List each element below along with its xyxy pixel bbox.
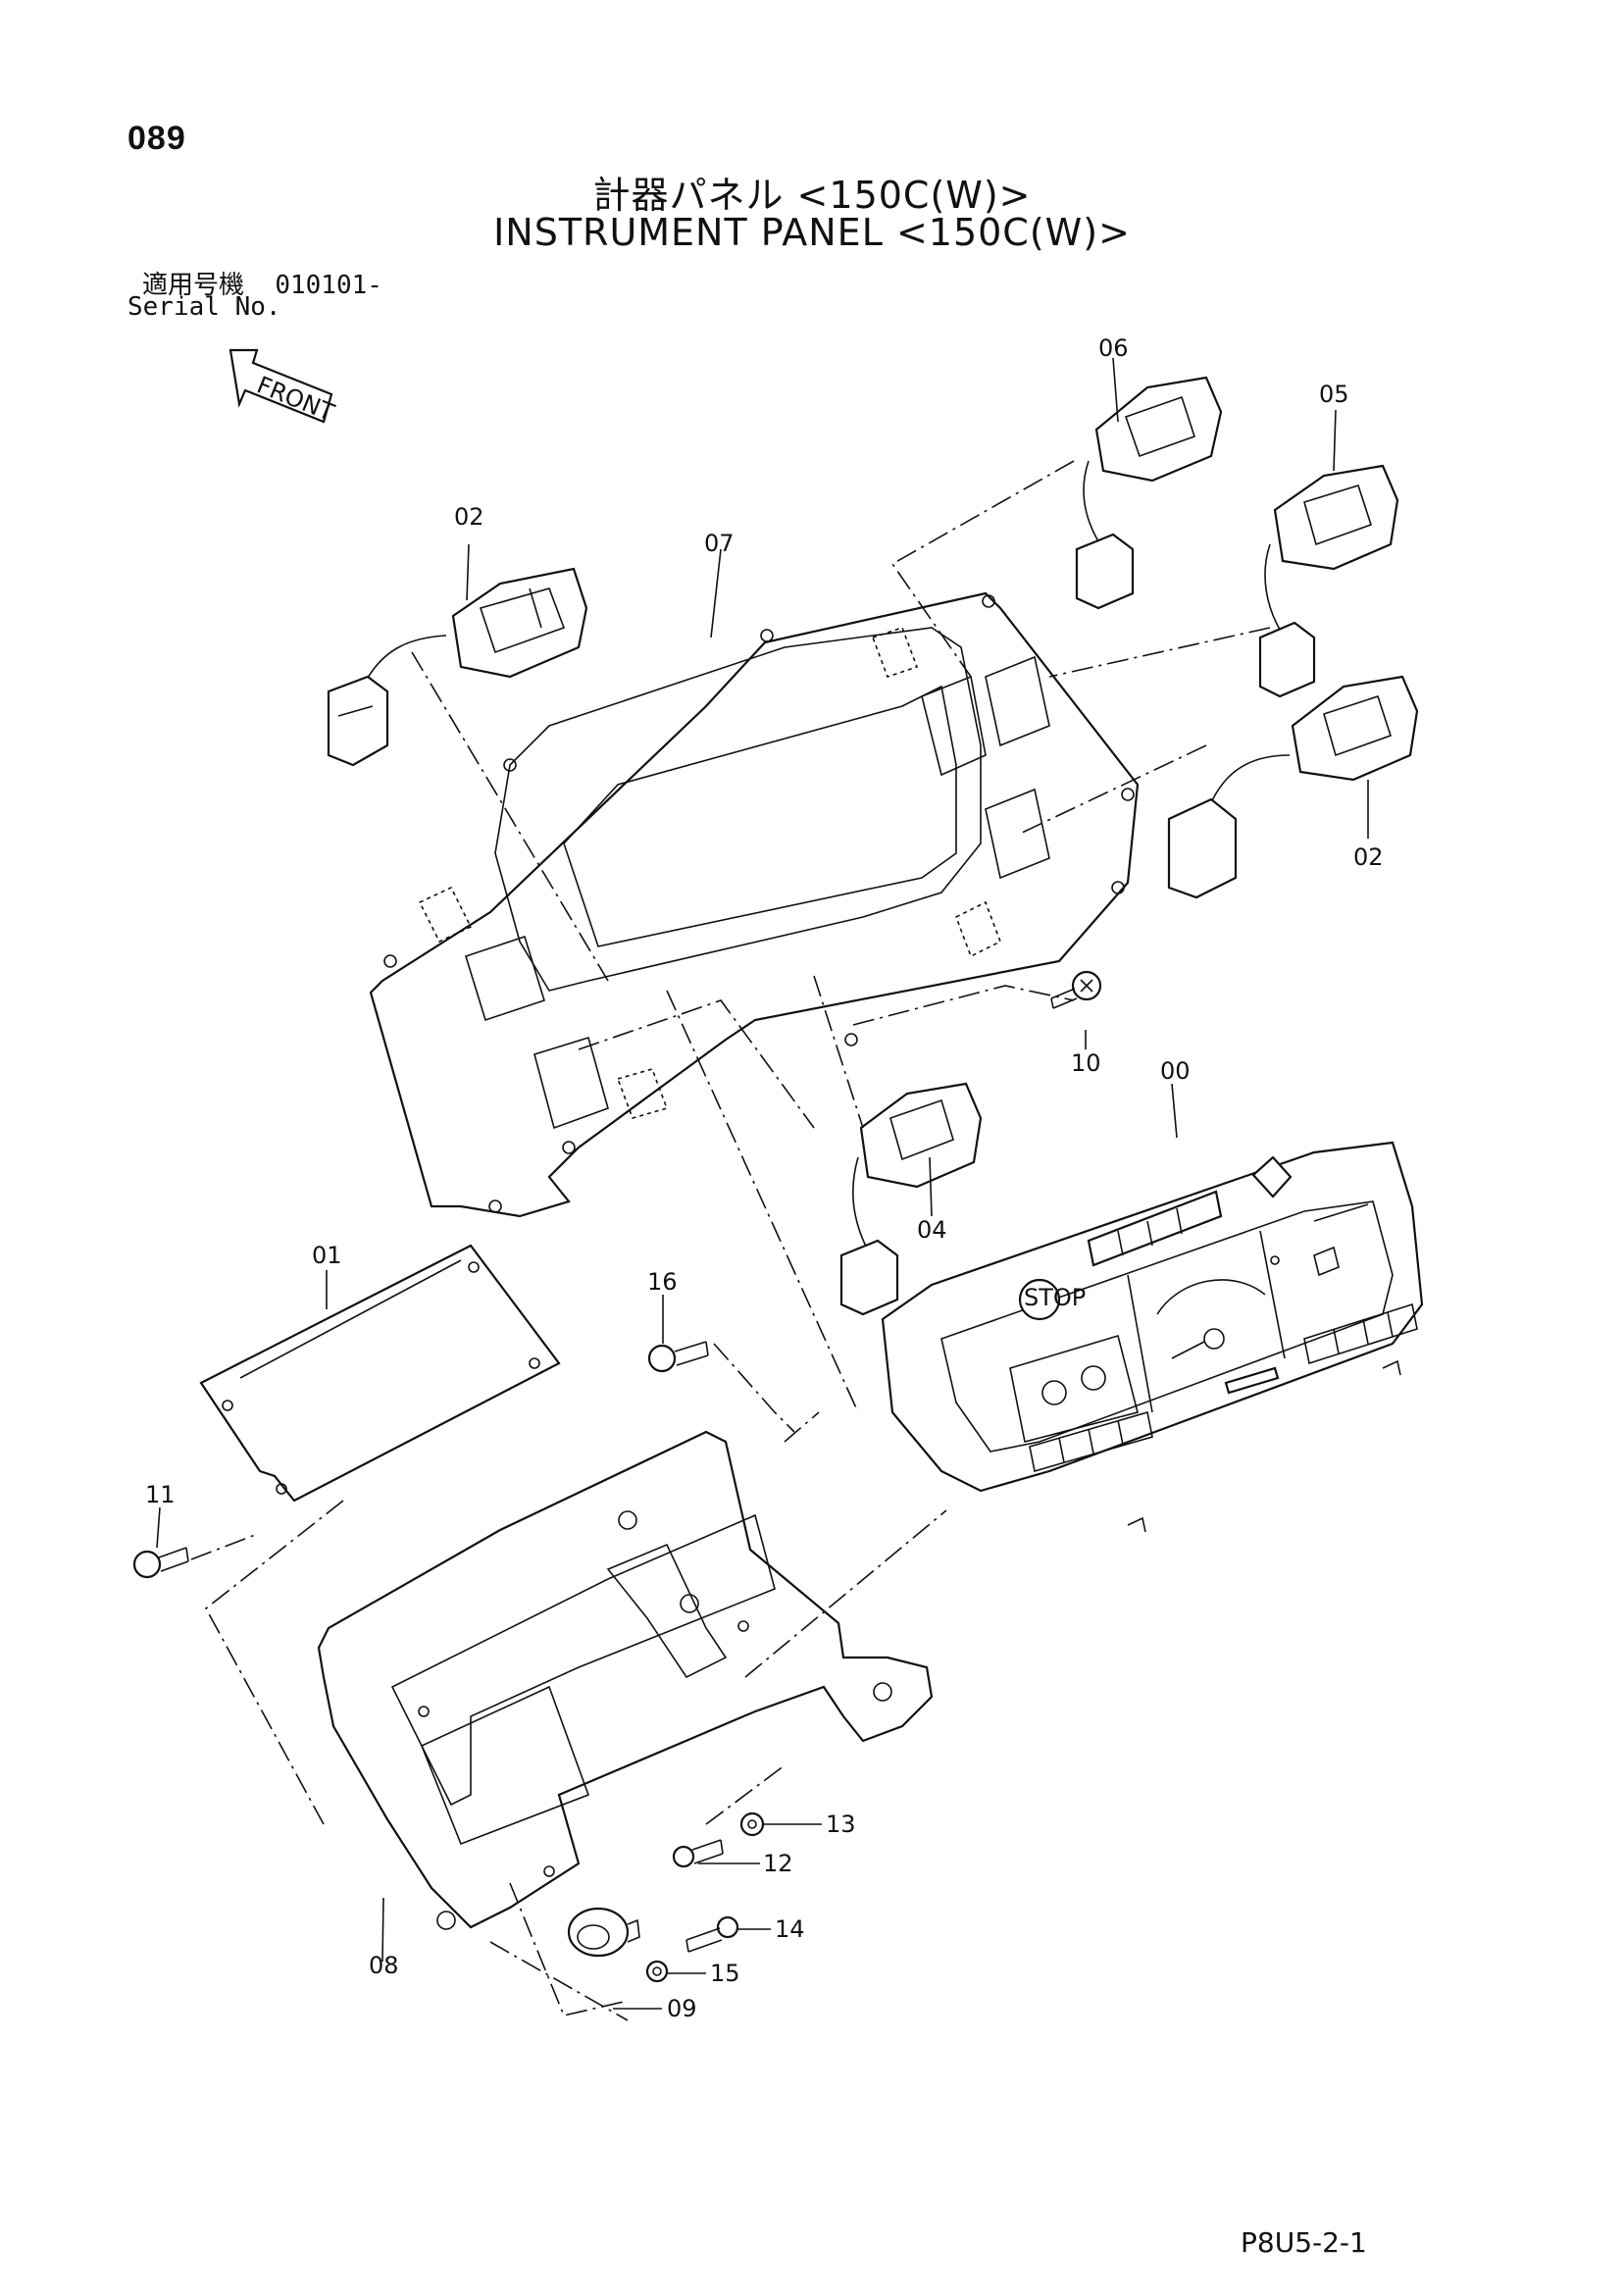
mounting-bracket (317, 1430, 934, 1930)
part-label-01: 01 (312, 1242, 342, 1269)
part-label-16: 16 (647, 1268, 678, 1296)
part-label-08: 08 (369, 1952, 399, 1979)
part-label-10: 10 (1071, 1049, 1101, 1077)
part-label-06: 06 (1098, 334, 1129, 362)
part-number-labels: 02 07 06 05 02 04 10 00 01 16 11 08 13 1… (145, 334, 1384, 2022)
part-label-15: 15 (710, 1960, 740, 1987)
part-label-04: 04 (917, 1216, 947, 1244)
part-label-02-right: 02 (1353, 843, 1384, 871)
assembly-lines (190, 460, 1271, 2021)
screw-10 (1050, 970, 1102, 1009)
part-label-05: 05 (1319, 381, 1349, 408)
front-arrow-icon: FRONT (228, 348, 338, 427)
serial-label-japanese: 適用号機 (142, 271, 245, 300)
bolt-11 (132, 1547, 189, 1579)
controller-plate (199, 1244, 561, 1503)
part-label-07: 07 (704, 530, 735, 557)
part-label-11: 11 (145, 1481, 176, 1508)
buzzer-09 (567, 1907, 640, 1958)
stop-button-label: STOP (1024, 1284, 1086, 1311)
washer-13 (739, 1811, 765, 1837)
leader-lines (156, 357, 1369, 2010)
front-panel-plate (369, 591, 1140, 1218)
part-label-02-upper: 02 (454, 503, 484, 531)
stop-button-icon (1018, 1278, 1061, 1321)
part-label-12: 12 (763, 1850, 793, 1877)
part-label-14: 14 (775, 1915, 805, 1943)
rocker-switch-right (1167, 675, 1419, 899)
washer-15 (645, 1960, 669, 1983)
part-label-13: 13 (826, 1811, 856, 1838)
rocker-switch-05 (1258, 464, 1399, 698)
page-number: 089 (127, 120, 186, 157)
part-label-00: 00 (1160, 1057, 1191, 1085)
part-label-09: 09 (667, 1995, 697, 2022)
page-title-japanese: 計器パネル <150C(W)> (592, 174, 1032, 217)
rocker-switch-06 (1075, 376, 1223, 610)
serial-label-english: Serial No. (127, 292, 281, 322)
serial-value: 010101- (275, 271, 382, 300)
bolt-16 (647, 1341, 709, 1373)
bolt-14 (685, 1915, 739, 1953)
bolt-12 (672, 1839, 724, 1868)
serial-row-japanese: 適用号機 010101- (142, 265, 382, 301)
page-title-english: INSTRUMENT PANEL <150C(W)> (493, 211, 1131, 254)
rocker-switch-upper-left (327, 567, 588, 767)
instrument-cluster: STOP (881, 1141, 1424, 1533)
drawing-code: P8U5-2-1 (1241, 2226, 1367, 2259)
rocker-switch-04 (839, 1082, 983, 1316)
